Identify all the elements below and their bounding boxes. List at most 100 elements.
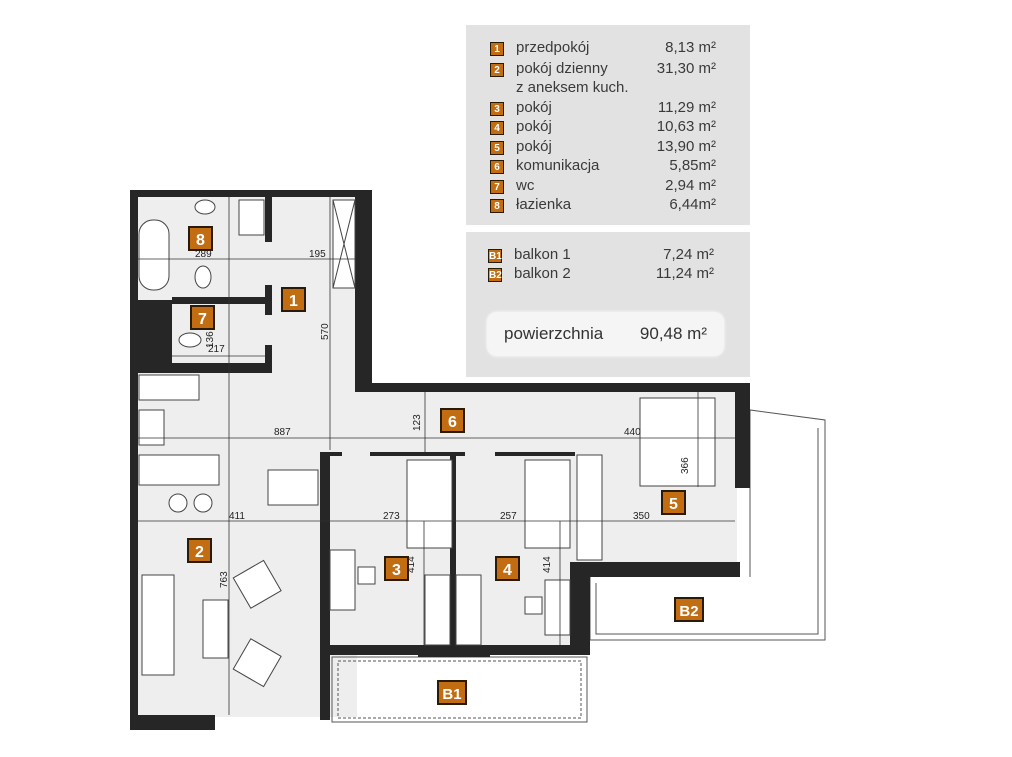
bed-icon	[406, 459, 453, 549]
room-area: 11,29 m²	[657, 99, 716, 116]
sink-icon	[194, 199, 216, 215]
room-area: 5,85m²	[669, 157, 716, 174]
room-badge: 2	[490, 63, 504, 77]
room-badge-8: 8	[188, 226, 213, 251]
dimension-lines	[137, 197, 735, 715]
balcony-badge: B2	[488, 268, 502, 282]
bathtub-icon	[138, 219, 170, 291]
room-name: pokój	[516, 118, 552, 135]
room-badge: 3	[490, 102, 504, 116]
cooktop-icon	[138, 409, 165, 446]
desk-icon	[544, 579, 571, 636]
svg-text:3: 3	[392, 562, 401, 579]
svg-text:5: 5	[669, 496, 678, 513]
room-name: komunikacja	[516, 157, 600, 174]
svg-text:2: 2	[195, 544, 204, 561]
legend-row: 3 pokój 11,29 m²	[490, 99, 716, 119]
kitchen-counter	[138, 454, 220, 486]
svg-text:B2: B2	[679, 603, 698, 620]
legend-row: 6 komunikacja 5,85m²	[490, 157, 716, 177]
legend-row: 4 pokój 10,63 m²	[490, 118, 716, 138]
room-badge-4: 4	[495, 556, 520, 581]
room-area: 6,44m²	[669, 196, 716, 213]
wardrobe-icon	[576, 454, 603, 561]
legend-row: B2 balkon 2 11,24 m²	[488, 265, 714, 285]
legend-row: 5 pokój 13,90 m²	[490, 138, 716, 158]
dimension-label: 366	[680, 457, 691, 474]
room-area: 2,94 m²	[665, 177, 716, 194]
balcony-badge: B1	[488, 249, 502, 263]
balcony-area: 7,24 m²	[663, 246, 714, 263]
room-name: przedpokój	[516, 39, 590, 56]
total-area-label: powierzchnia	[504, 324, 604, 343]
dimension-label: 123	[412, 414, 423, 431]
svg-text:7: 7	[198, 311, 207, 328]
dimension-label: 414	[406, 556, 417, 573]
dimension-labels: 223 289 195 136 217 570 887 123 440 366 …	[195, 231, 691, 588]
svg-text:1: 1	[289, 293, 298, 310]
room-badge: 6	[490, 160, 504, 174]
balcony-badge-b1: B1	[437, 680, 467, 705]
dimension-label: 136	[205, 331, 216, 348]
room-badge-2: 2	[187, 538, 212, 563]
washing-machine-icon	[238, 199, 265, 236]
wardrobe-icon	[424, 574, 451, 646]
dimension-label: 195	[309, 249, 326, 260]
svg-text:B1: B1	[442, 686, 461, 703]
sofa-icon	[141, 574, 175, 676]
dimension-label: 350	[633, 511, 650, 522]
legend-row: 7 wc 2,94 m²	[490, 177, 716, 197]
room-area: 8,13 m²	[665, 39, 716, 56]
legend-row: 8 łazienka 6,44m²	[490, 196, 716, 216]
room-badge: 8	[490, 199, 504, 213]
balcony-badge-b2: B2	[674, 597, 704, 622]
dimension-label: 273	[383, 511, 400, 522]
room-badge: 7	[490, 180, 504, 194]
dimension-label: 440	[624, 427, 641, 438]
armchair-icon	[232, 559, 282, 609]
room-area: 31,30 m²	[656, 60, 716, 77]
fixtures	[138, 199, 716, 688]
room-badges: 1 2 3 4 5 6 7 8 B1 B2	[187, 226, 704, 705]
room-name: pokój	[516, 138, 552, 155]
toilet-icon	[194, 265, 212, 289]
svg-text:6: 6	[448, 414, 457, 431]
total-area-value: 90,48 m²	[639, 324, 707, 343]
room-name: wc	[516, 177, 535, 194]
desk-icon	[329, 549, 356, 611]
room-name: z aneksem kuch.	[516, 79, 629, 96]
balcony-name: balkon 2	[514, 265, 571, 282]
dimension-label: 887	[274, 427, 291, 438]
room-name: łazienka	[516, 196, 572, 213]
svg-text:4: 4	[503, 562, 512, 579]
room-area: 13,90 m²	[656, 138, 716, 155]
balcony-area: 11,24 m²	[655, 265, 714, 282]
legend-row-continuation: z aneksem kuch.	[490, 79, 716, 99]
coffee-table-icon	[202, 599, 229, 659]
room-badge-3: 3	[384, 556, 409, 581]
wardrobe-icon	[455, 574, 482, 646]
room-name: pokój	[516, 99, 552, 116]
dining-table-icon	[267, 469, 319, 506]
dimension-label: 411	[229, 511, 245, 522]
bed-icon	[524, 459, 571, 549]
room-badge-6: 6	[440, 408, 465, 433]
dimension-label: 414	[542, 556, 553, 573]
bed-icon	[639, 397, 716, 487]
room-badge-7: 7	[190, 305, 215, 330]
legend-row: 2 pokój dzienny 31,30 m²	[490, 60, 716, 80]
room-badge: 4	[490, 121, 504, 135]
room-badge: 5	[490, 141, 504, 155]
room-badge-5: 5	[661, 490, 686, 515]
walls	[130, 190, 750, 730]
dimension-label: 763	[219, 571, 230, 588]
room-area: 10,63 m²	[656, 118, 716, 135]
kitchen-sink-icon	[138, 374, 200, 401]
room-name: pokój dzienny	[516, 60, 608, 77]
dimension-label: 289	[195, 249, 212, 260]
